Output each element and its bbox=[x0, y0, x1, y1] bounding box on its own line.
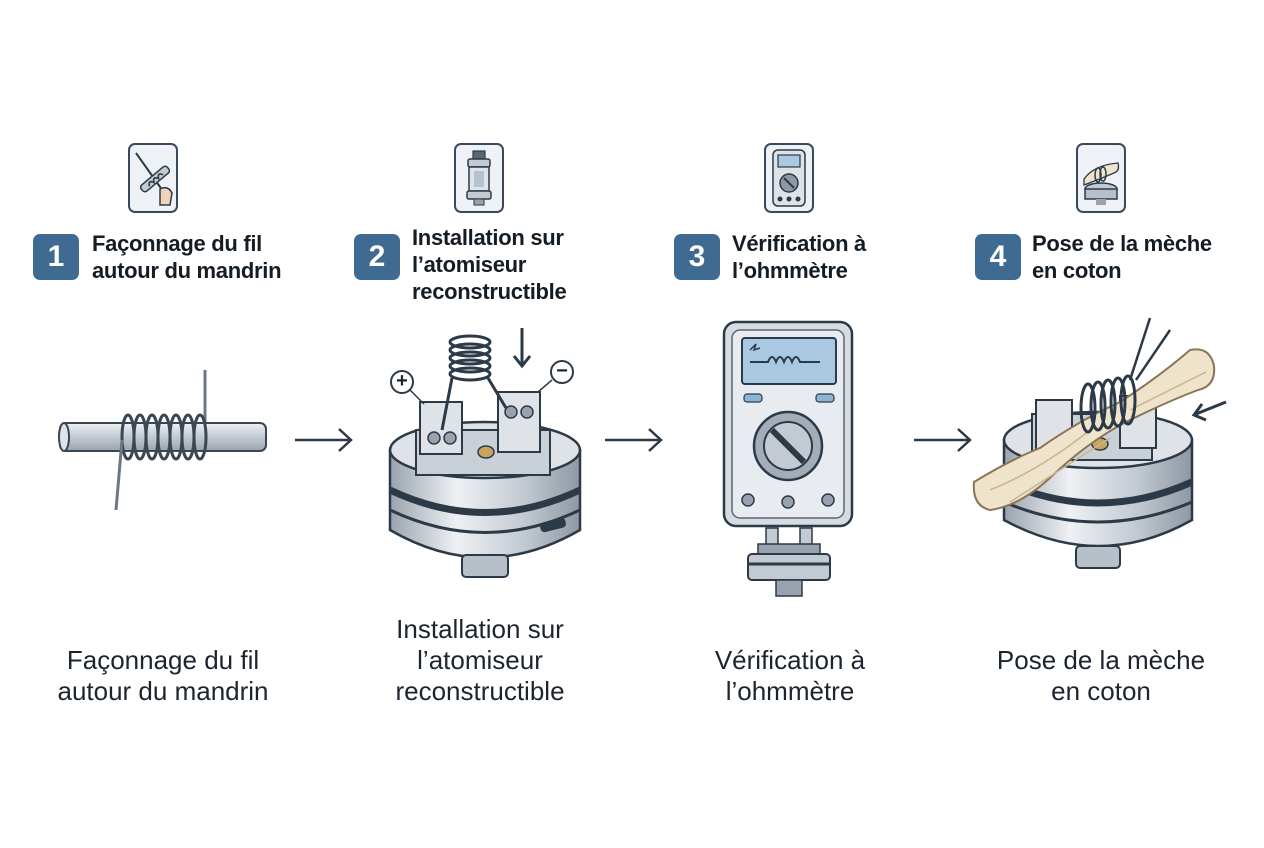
step-number-badge: 2 bbox=[354, 234, 400, 280]
step-title: Pose de la mèche en coton bbox=[1032, 231, 1212, 283]
negative-terminal-label: − bbox=[556, 360, 568, 382]
step-number-badge: 3 bbox=[674, 234, 720, 280]
step-caption: Vérification à l’ohmmètre bbox=[714, 645, 866, 706]
cotton-wick-illustration bbox=[972, 317, 1227, 569]
step-2: 2 Installation sur l’atomiseur reconstru… bbox=[330, 0, 620, 848]
cotton-wick-icon bbox=[1076, 143, 1126, 213]
step-caption: Pose de la mèche en coton bbox=[996, 645, 1206, 706]
mandrin-coil-illustration bbox=[58, 370, 267, 511]
rebuildable-atomizer-illustration bbox=[388, 328, 582, 578]
step-number-badge: 1 bbox=[33, 234, 79, 280]
step-caption: Façonnage du fil autour du mandrin bbox=[57, 645, 269, 706]
step-3: 3 Vérification à l’ohmmètre bbox=[640, 0, 940, 848]
multimeter-icon bbox=[764, 143, 814, 213]
step-title: Vérification à l’ohmmètre bbox=[732, 231, 866, 283]
arrow-right-icon bbox=[295, 428, 353, 452]
coil-winding-icon bbox=[128, 143, 178, 213]
step-4: 4 Pose de la mèche en coton bbox=[950, 0, 1250, 848]
positive-terminal-label: + bbox=[396, 370, 408, 392]
arrow-right-icon bbox=[605, 428, 663, 452]
step-1: 1 Façonnage du fil autour du mandrin bbox=[0, 0, 300, 848]
step-caption: Installation sur l’atomiseur reconstruct… bbox=[395, 614, 565, 706]
atomizer-tank-icon bbox=[454, 143, 504, 213]
step-title: Installation sur l’atomiseur reconstruct… bbox=[412, 225, 567, 304]
step-title: Façonnage du fil autour du mandrin bbox=[92, 231, 282, 283]
ohmmeter-illustration bbox=[722, 320, 854, 597]
arrow-right-icon bbox=[914, 428, 972, 452]
step-number-badge: 4 bbox=[975, 234, 1021, 280]
